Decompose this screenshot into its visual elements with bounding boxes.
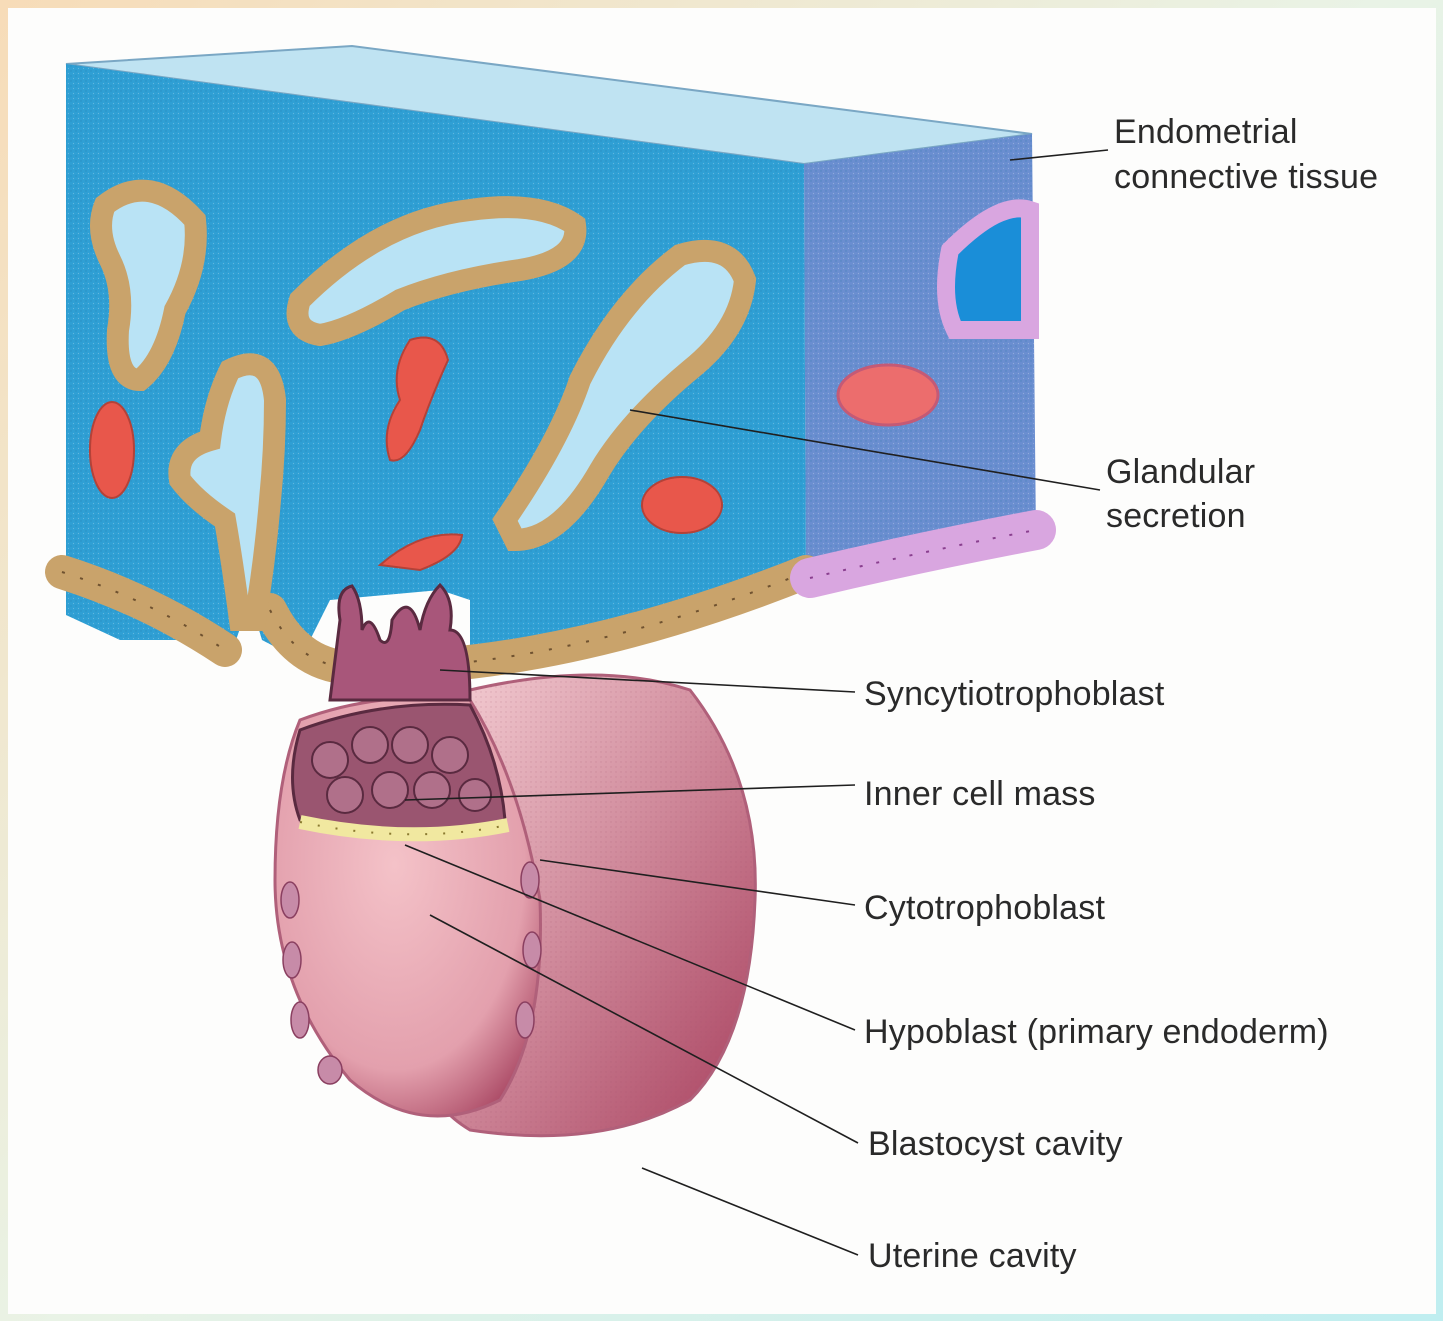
blood-vessel <box>385 336 450 462</box>
leader-cytotrophoblast <box>539 859 856 906</box>
blood-vessels <box>89 336 940 572</box>
endometrium-block <box>45 44 1056 686</box>
label-cytotrophoblast: Cytotrophoblast <box>864 889 1106 927</box>
blood-vessel <box>836 363 940 427</box>
blood-vessel <box>377 533 464 572</box>
leader-blastocyst-cavity <box>429 914 859 1144</box>
cytotrophoblast-cells <box>280 861 542 1085</box>
leader-uterine-cavity <box>641 1167 859 1256</box>
blood-vessel <box>641 476 723 534</box>
label-hypoblast: Hypoblast (primary endoderm) <box>864 1013 1329 1051</box>
hypoblast-layer <box>298 815 510 842</box>
leader-inner-cell-mass <box>404 784 856 801</box>
leader-lines <box>404 149 1109 1256</box>
label-endometrial-line2: connective tissue <box>1114 158 1379 196</box>
label-uterine-cavity: Uterine cavity <box>868 1237 1077 1275</box>
uterine-glands <box>90 179 1039 631</box>
leader-endometrial <box>1009 149 1109 161</box>
blood-vessel <box>89 401 135 499</box>
side-epithelium <box>790 510 1056 598</box>
label-glandular-line2: secretion <box>1106 497 1246 535</box>
label-glandular-line1: Glandular <box>1106 453 1256 491</box>
label-blastocyst-cavity: Blastocyst cavity <box>868 1125 1123 1163</box>
leader-syncytiotrophoblast <box>439 669 856 693</box>
label-endometrial-line1: Endometrial <box>1114 113 1298 151</box>
gland <box>90 179 207 392</box>
label-inner-cell-mass: Inner cell mass <box>864 775 1096 813</box>
blastocyst <box>273 582 757 1138</box>
syncytiotrophoblast <box>328 582 472 702</box>
side-gland <box>937 199 1039 340</box>
leader-glandular <box>629 409 1101 491</box>
label-syncytiotrophoblast: Syncytiotrophoblast <box>864 675 1165 713</box>
leader-hypoblast <box>404 844 856 1031</box>
